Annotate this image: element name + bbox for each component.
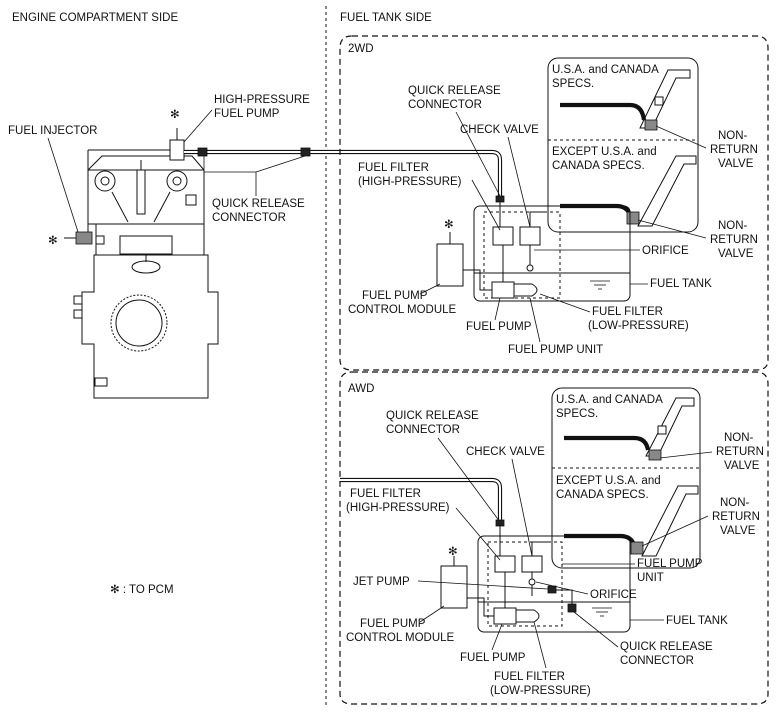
except-specs-2wd-2: CANADA SPECS. bbox=[552, 160, 645, 172]
usa-specs-2wd-2: SPECS. bbox=[552, 78, 594, 90]
fpcm-2wd-label-1: FUEL PUMP bbox=[362, 290, 428, 302]
star-mark-awd: ✻ bbox=[448, 546, 458, 558]
nrv2-awd-label-3: VALVE bbox=[720, 525, 756, 537]
qrc-awd-label-2: CONNECTOR bbox=[386, 424, 460, 436]
engine-side-header: ENGINE COMPARTMENT SIDE bbox=[12, 12, 178, 24]
fuel-tank-2wd bbox=[473, 205, 631, 302]
ff-lp-2wd-label-1: FUEL FILTER bbox=[592, 306, 663, 318]
fuel-tank-awd bbox=[477, 535, 631, 633]
fuel-filter-lp-2wd bbox=[514, 283, 538, 297]
fpu-awd-label-2: UNIT bbox=[637, 572, 664, 584]
nrv1-2wd-label-3: VALVE bbox=[718, 158, 754, 170]
section-2wd: 2WD U.S.A. and CANADA SPECS. EXCEPT U.S.… bbox=[339, 35, 769, 371]
fpu-awd-label-1: FUEL PUMP bbox=[637, 558, 703, 570]
crank-gear bbox=[110, 294, 168, 352]
section-awd-border bbox=[339, 371, 769, 705]
fpu-2wd-label: FUEL PUMP UNIT bbox=[508, 344, 603, 356]
fuel-tank-side-header: FUEL TANK SIDE bbox=[340, 12, 432, 24]
fuel-pump-unit-2wd bbox=[483, 211, 561, 299]
fuel-injector-label: FUEL INJECTOR bbox=[8, 125, 97, 137]
fpcm-awd-label-1: FUEL PUMP bbox=[360, 618, 426, 630]
hp-pump-label-2: FUEL PUMP bbox=[214, 108, 280, 120]
engine-qrc-label-1: QUICK RELEASE bbox=[212, 198, 305, 210]
qrc-awd-label-1: QUICK RELEASE bbox=[386, 410, 479, 422]
check-valve-2wd-label: CHECK VALVE bbox=[460, 124, 539, 136]
nrv2-2wd-label-3: VALVE bbox=[718, 248, 754, 260]
fuel-tank-2wd-label: FUEL TANK bbox=[650, 278, 712, 290]
usa-specs-awd-1: U.S.A. and CANADA bbox=[556, 394, 663, 406]
orifice-2wd-label: ORIFICE bbox=[642, 245, 689, 257]
except-specs-2wd-1: EXCEPT U.S.A. and bbox=[552, 146, 657, 158]
orifice-awd-label: ORIFICE bbox=[590, 589, 637, 601]
section-2wd-border bbox=[339, 35, 769, 371]
fpcm-2wd-label-2: CONTROL MODULE bbox=[348, 304, 457, 316]
to-pcm-note: ✻ : TO PCM bbox=[110, 584, 174, 596]
nrv1-awd-label-1: NON- bbox=[724, 432, 754, 444]
fuel-pump-awd bbox=[493, 607, 517, 625]
nrv2-awd-label-2: RETURN bbox=[712, 511, 760, 523]
fpcm-awd-label-2: CONTROL MODULE bbox=[346, 632, 455, 644]
nrv2-2wd-label-1: NON- bbox=[718, 220, 748, 232]
fuel-pump-control-module-awd bbox=[440, 565, 468, 609]
fuel-injector-body bbox=[75, 231, 93, 245]
except-specs-awd-1: EXCEPT U.S.A. and bbox=[556, 475, 661, 487]
fuel-tank-awd-label: FUEL TANK bbox=[666, 615, 728, 627]
usa-specs-awd-2: SPECS. bbox=[556, 408, 598, 420]
ff-hp-2wd-label-1: FUEL FILTER bbox=[358, 162, 429, 174]
jet-pump-awd-label: JET PUMP bbox=[353, 576, 410, 588]
fuel-filter-hp-2wd bbox=[492, 226, 514, 246]
check-valve-2wd bbox=[519, 226, 541, 246]
nrv1-awd-label-3: VALVE bbox=[724, 460, 760, 472]
ff-hp-2wd-label-2: (HIGH-PRESSURE) bbox=[358, 176, 462, 188]
fuel-pump-unit-awd bbox=[487, 541, 563, 627]
nrv1-2wd-label-1: NON- bbox=[718, 130, 748, 142]
main-fuel-line bbox=[184, 147, 503, 196]
fuel-pump-awd-label: FUEL PUMP bbox=[460, 652, 526, 664]
ff-lp-2wd-label-2: (LOW-PRESSURE) bbox=[588, 320, 689, 332]
high-pressure-fuel-pump bbox=[169, 128, 197, 206]
except-specs-awd-2: CANADA SPECS. bbox=[556, 489, 649, 501]
inset-awd bbox=[551, 387, 701, 569]
qrc-2wd-label-2: CONNECTOR bbox=[408, 99, 482, 111]
qrc2-awd-label-1: QUICK RELEASE bbox=[620, 641, 713, 653]
fuel-pump-control-module-2wd bbox=[436, 243, 464, 287]
qrc2-awd-label-2: CONNECTOR bbox=[620, 655, 694, 667]
ff-lp-awd-label-2: (LOW-PRESSURE) bbox=[490, 685, 591, 697]
camshaft-left bbox=[94, 170, 116, 192]
fuel-pump-2wd-label: FUEL PUMP bbox=[466, 321, 532, 333]
nrv1-awd-label-2: RETURN bbox=[716, 446, 764, 458]
nrv1-2wd-label-2: RETURN bbox=[710, 144, 758, 156]
hp-pump-label-1: HIGH-PRESSURE bbox=[214, 94, 310, 106]
fuel-filter-lp-awd bbox=[516, 609, 540, 623]
engine-block bbox=[64, 149, 219, 399]
check-valve-awd-label: CHECK VALVE bbox=[466, 446, 545, 458]
inset-2wd bbox=[547, 57, 699, 233]
star-mark-2wd: ✻ bbox=[444, 219, 454, 231]
fuel-filter-hp-awd bbox=[494, 555, 516, 573]
star-mark-pump: ✻ bbox=[170, 109, 180, 121]
ff-hp-awd-label-1: FUEL FILTER bbox=[350, 488, 421, 500]
quick-release-connector-engine bbox=[197, 147, 208, 157]
ff-hp-awd-label-2: (HIGH-PRESSURE) bbox=[346, 502, 450, 514]
quick-release-connector-line bbox=[300, 147, 311, 157]
nrv2-2wd-label-2: RETURN bbox=[710, 234, 758, 246]
star-mark-injector: ✻ bbox=[48, 235, 58, 247]
section-2wd-title: 2WD bbox=[348, 43, 374, 55]
engine-qrc-label-2: CONNECTOR bbox=[212, 212, 286, 224]
section-awd: AWD U.S.A. and CANADA SPECS. EXCEPT U.S.… bbox=[339, 371, 769, 705]
usa-specs-2wd-1: U.S.A. and CANADA bbox=[552, 64, 659, 76]
camshaft-right bbox=[166, 170, 188, 192]
nrv2-awd-label-1: NON- bbox=[720, 497, 750, 509]
check-valve-awd bbox=[521, 555, 543, 573]
fuel-pump-2wd bbox=[491, 281, 515, 299]
qrc-2wd-label-1: QUICK RELEASE bbox=[408, 85, 501, 97]
ff-lp-awd-label-1: FUEL FILTER bbox=[494, 671, 565, 683]
section-awd-title: AWD bbox=[348, 383, 374, 395]
